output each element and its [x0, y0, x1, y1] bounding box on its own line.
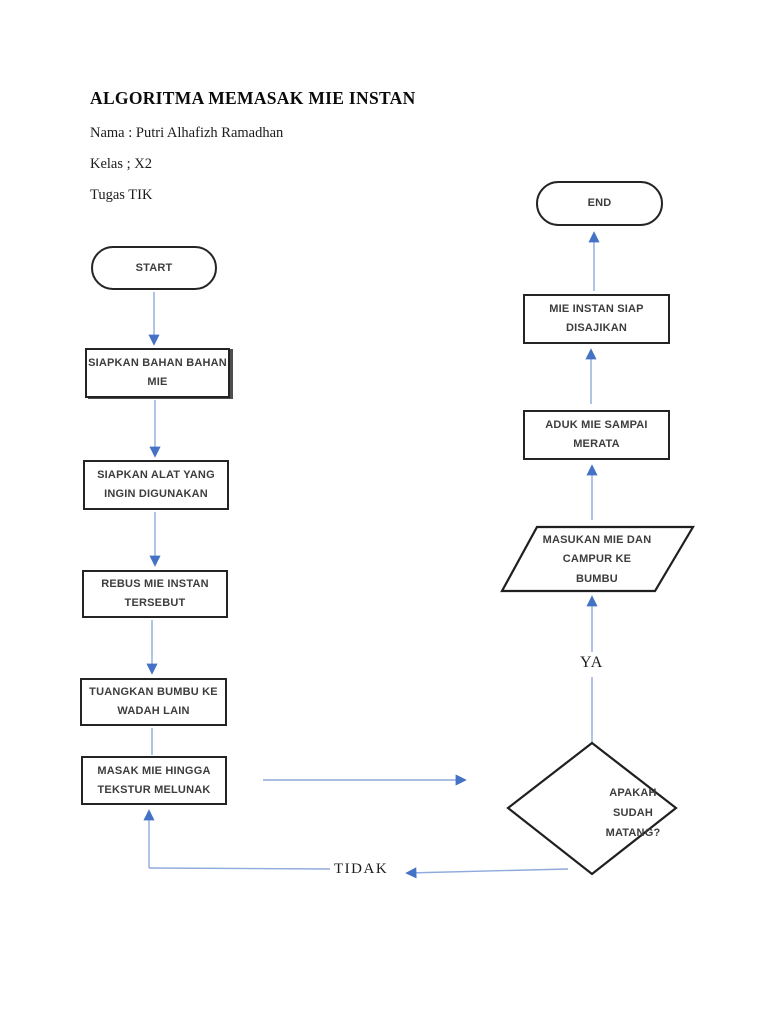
process-rebus-mie: REBUS MIE INSTAN TERSEBUT [82, 570, 228, 618]
process-siapkan-alat: SIAPKAN ALAT YANG INGIN DIGUNAKAN [83, 460, 229, 510]
process-aduk-mie-label: ADUK MIE SAMPAI MERATA [545, 419, 648, 450]
decision-diamond-shape [506, 741, 678, 876]
end-node: END [536, 181, 663, 226]
start-node: START [91, 246, 217, 290]
end-label: END [587, 197, 612, 210]
decision-apakah-matang-label: APAKAH SUDAH MATANG? [605, 787, 661, 839]
process-masak-mie: MASAK MIE HINGGA TEKSTUR MELUNAK [81, 756, 227, 805]
connector-decision-to-tidak [405, 867, 569, 879]
branch-label-ya: YA [580, 654, 604, 671]
meta-task: Tugas TIK [90, 187, 153, 203]
process-tuangkan-bumbu: TUANGKAN BUMBU KE WADAH LAIN [80, 678, 227, 726]
meta-class: Kelas ; X2 [90, 156, 153, 172]
io-parallelogram-shape [500, 525, 695, 593]
io-masukan-mie-label: MASUKAN MIE DAN CAMPUR KE BUMBU [542, 534, 652, 585]
process-siapkan-bahan-label: SIAPKAN BAHAN BAHAN MIE [88, 357, 227, 388]
process-tuangkan-bumbu-label: TUANGKAN BUMBU KE WADAH LAIN [89, 686, 218, 717]
process-mie-siap: MIE INSTAN SIAP DISAJIKAN [523, 294, 670, 344]
connector-tidak-return-horizontal [148, 867, 331, 870]
process-siapkan-bahan: SIAPKAN BAHAN BAHAN MIE [85, 348, 230, 398]
meta-name: Nama : Putri Alhafizh Ramadhan [90, 125, 284, 141]
page-title: ALGORITMA MEMASAK MIE INSTAN [90, 88, 416, 108]
process-mie-siap-label: MIE INSTAN SIAP DISAJIKAN [549, 303, 644, 334]
branch-label-tidak: TIDAK [334, 861, 389, 877]
process-siapkan-alat-label: SIAPKAN ALAT YANG INGIN DIGUNAKAN [97, 469, 215, 500]
start-label: START [135, 261, 173, 274]
process-masak-mie-label: MASAK MIE HINGGA TEKSTUR MELUNAK [97, 764, 211, 796]
process-aduk-mie: ADUK MIE SAMPAI MERATA [523, 410, 670, 460]
process-rebus-mie-label: REBUS MIE INSTAN TERSEBUT [101, 578, 209, 609]
